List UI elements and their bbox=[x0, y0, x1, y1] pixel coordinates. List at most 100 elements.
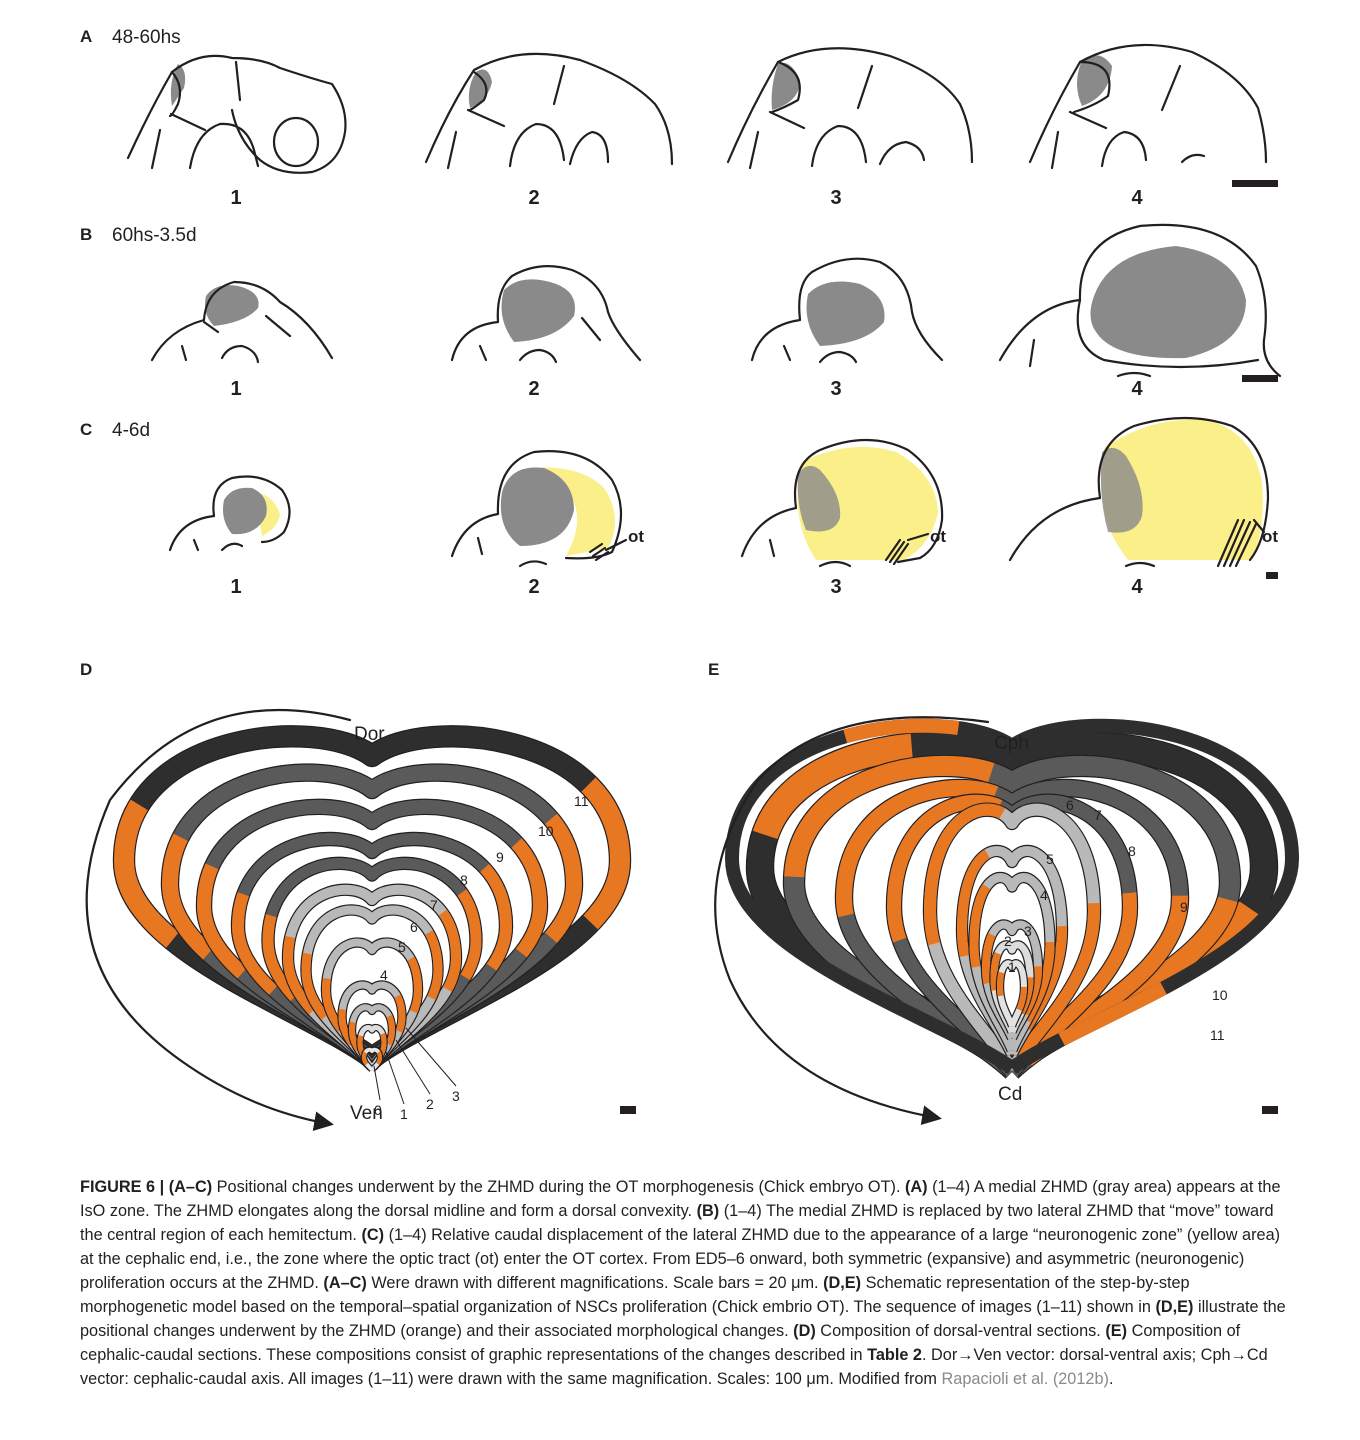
panel-b-stage-1-drawing: 1 bbox=[152, 282, 332, 400]
ring-label: 10 bbox=[1212, 987, 1228, 1003]
panel-b: B 60hs-3.5d 1 2 3 bbox=[80, 225, 1280, 400]
ring-label: 9 bbox=[1180, 899, 1188, 915]
ring-label: 7 bbox=[1094, 807, 1102, 823]
scale-bar-c bbox=[1266, 572, 1278, 579]
caption-label: (D,E) bbox=[1155, 1298, 1193, 1316]
figure-caption: FIGURE 6 | (A–C) Positional changes unde… bbox=[80, 1175, 1290, 1391]
caption-label: (C) bbox=[361, 1226, 384, 1244]
panel-b-stage-3-drawing: 3 bbox=[752, 259, 942, 400]
stage-a-2-label: 2 bbox=[528, 187, 539, 209]
panel-c-letter: C bbox=[80, 420, 92, 439]
stage-b-2-label: 2 bbox=[528, 378, 539, 400]
stage-b-3-label: 3 bbox=[830, 378, 841, 400]
stage-b-1-label: 1 bbox=[230, 378, 241, 400]
caption-label: (B) bbox=[697, 1202, 720, 1220]
caption-figure-label: FIGURE 6 | bbox=[80, 1178, 164, 1196]
caption-text: Positional changes underwent by the ZHMD… bbox=[212, 1178, 905, 1196]
stage-c-4-label: 4 bbox=[1131, 576, 1143, 598]
figure-6: A 48-60hs 1 2 bbox=[0, 0, 1360, 1150]
panel-e-letter: E bbox=[708, 660, 719, 679]
ring-label: 2 bbox=[426, 1096, 434, 1112]
panel-b-caption: 60hs-3.5d bbox=[112, 225, 197, 246]
b1-zhmd-area bbox=[205, 285, 259, 326]
panel-c-stage-4-drawing: ot 4 bbox=[1010, 418, 1278, 598]
stage-a-1-label: 1 bbox=[230, 187, 241, 209]
caption-text: Were drawn with different magnifications… bbox=[367, 1274, 823, 1292]
ring-label: 11 bbox=[574, 793, 589, 809]
panel-c-stage-1-drawing: 1 bbox=[170, 477, 290, 599]
cph-label: Cph bbox=[994, 733, 1029, 754]
ring-label: 3 bbox=[452, 1088, 460, 1104]
panel-c: C 4-6d 1 ot 2 bbox=[80, 418, 1278, 598]
ring-label: 6 bbox=[410, 919, 418, 935]
ring-label: 4 bbox=[1040, 887, 1048, 903]
scale-bar-b bbox=[1242, 375, 1278, 382]
stage-a-3-label: 3 bbox=[830, 187, 841, 209]
ring-label: 9 bbox=[496, 849, 504, 865]
panel-a-stage-3-drawing: 3 bbox=[728, 48, 972, 209]
stage-c-3-label: 3 bbox=[830, 576, 841, 598]
panel-a: A 48-60hs 1 2 bbox=[80, 27, 1278, 209]
panel-c-stage-3-drawing: ot 3 bbox=[742, 440, 946, 598]
b2-zhmd-area bbox=[502, 279, 575, 342]
ring-label: 10 bbox=[538, 823, 554, 839]
cd-label: Cd bbox=[998, 1084, 1022, 1105]
panel-a-stage-4-drawing: 4 bbox=[1030, 45, 1266, 209]
ring-label: 2 bbox=[1004, 933, 1012, 949]
panel-e: E Cph Cd 1098765432111 bbox=[708, 660, 1292, 1118]
stage-a-4-label: 4 bbox=[1131, 187, 1143, 209]
ring-label: 1 bbox=[400, 1106, 408, 1122]
stage-c-2-label: 2 bbox=[528, 576, 539, 598]
stage-b-4-label: 4 bbox=[1131, 378, 1143, 400]
ring-label: 5 bbox=[398, 939, 406, 955]
caption-label: (A) bbox=[905, 1178, 928, 1196]
ring-label: 0 bbox=[374, 1102, 382, 1118]
panel-a-stage-2-drawing: 2 bbox=[426, 54, 672, 209]
caption-text: Composition of dorsal-ventral sections. bbox=[816, 1322, 1106, 1340]
scale-bar-d bbox=[620, 1106, 636, 1114]
caption-citation-link[interactable]: Rapacioli et al. (2012b) bbox=[942, 1370, 1109, 1388]
caption-table-reference: Table 2 bbox=[867, 1346, 922, 1364]
stage-c-1-label: 1 bbox=[230, 576, 241, 598]
ring-leader-line bbox=[406, 1028, 456, 1086]
ring-label: 11 bbox=[1210, 1027, 1225, 1043]
panel-a-stage-1-drawing: 1 bbox=[128, 56, 345, 209]
panel-a-letter: A bbox=[80, 27, 92, 46]
caption-label: (A–C) bbox=[169, 1178, 212, 1196]
ring-label: 8 bbox=[1128, 843, 1136, 859]
ring-leader-line bbox=[386, 1052, 404, 1104]
ring-label: 1 bbox=[1008, 959, 1016, 975]
panel-d: D Dor Ven 11109876540123 bbox=[80, 660, 636, 1124]
panel-d-ring-composition bbox=[124, 736, 620, 1070]
ring-label: 6 bbox=[1066, 797, 1074, 813]
ot-label-c3: ot bbox=[930, 527, 946, 546]
ring-label: 7 bbox=[430, 897, 438, 913]
panel-a-caption: 48-60hs bbox=[112, 27, 181, 48]
caption-label: (D) bbox=[793, 1322, 816, 1340]
caption-label: (A–C) bbox=[323, 1274, 366, 1292]
b4-zhmd-area bbox=[1090, 246, 1246, 358]
ring-leader-line bbox=[396, 1040, 430, 1094]
ring-leader-line bbox=[374, 1066, 380, 1100]
panel-e-ring-composition bbox=[732, 726, 1292, 1072]
caption-label: (E) bbox=[1105, 1322, 1127, 1340]
ring-label: 3 bbox=[1024, 923, 1032, 939]
ot-label-c2: ot bbox=[628, 527, 644, 546]
scale-bar-e bbox=[1262, 1106, 1278, 1114]
ring-label: 8 bbox=[460, 872, 468, 888]
panel-c-stage-2-drawing: ot 2 bbox=[452, 451, 644, 598]
panel-b-letter: B bbox=[80, 225, 92, 244]
caption-label: (D,E) bbox=[823, 1274, 861, 1292]
caption-text: . bbox=[1109, 1370, 1114, 1388]
panel-d-letter: D bbox=[80, 660, 92, 679]
b3-zhmd-area bbox=[807, 282, 885, 346]
panel-c-caption: 4-6d bbox=[112, 420, 150, 441]
c1-zhmd-area bbox=[223, 488, 267, 534]
a3-zhmd-area bbox=[772, 63, 800, 110]
panel-b-stage-4-drawing: 4 bbox=[1000, 225, 1280, 400]
ring-label: 4 bbox=[380, 967, 388, 983]
ot-label-c4: ot bbox=[1262, 527, 1278, 546]
scale-bar-a bbox=[1232, 180, 1278, 187]
panel-b-stage-2-drawing: 2 bbox=[452, 266, 640, 400]
dor-label: Dor bbox=[354, 724, 385, 745]
